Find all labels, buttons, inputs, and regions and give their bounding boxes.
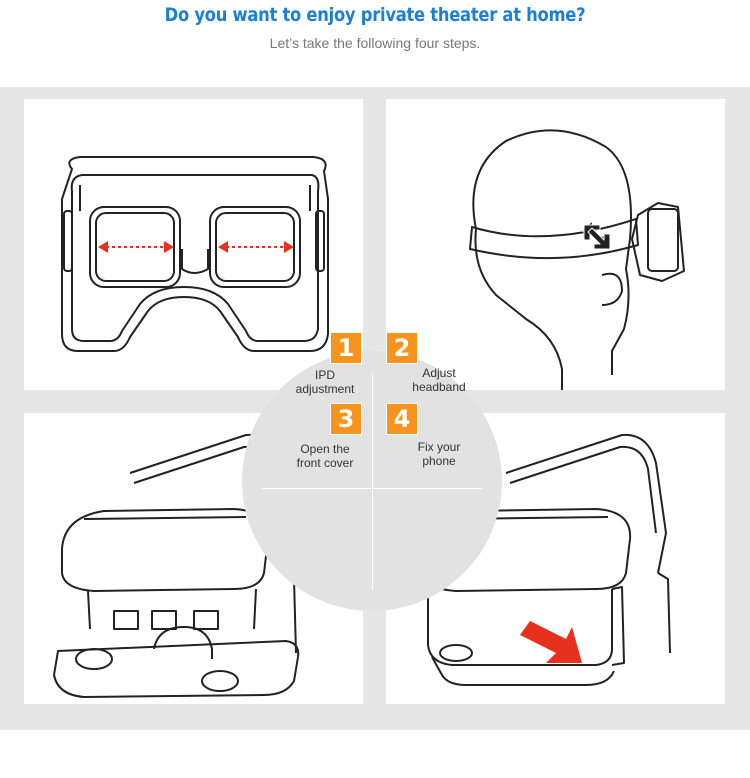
step-2-label: Adjust headband xyxy=(384,366,494,394)
panel-ipd xyxy=(24,99,363,390)
steps-board: 1 IPD adjustment 2 Adjust headband 3 Ope… xyxy=(0,87,750,730)
step-4-label-line1: Fix your xyxy=(417,440,461,454)
step-2-label-line2: headband xyxy=(412,380,466,394)
page-title: Do you want to enjoy private theater at … xyxy=(164,4,586,26)
step-2-label-line1: Adjust xyxy=(422,366,456,380)
step-3-label-line2: front cover xyxy=(296,456,354,470)
step-4-label-line2: phone xyxy=(422,454,456,468)
step-3-label: Open the front cover xyxy=(270,442,380,470)
step-3-label-line1: Open the xyxy=(300,442,350,456)
step-3-badge: 3 xyxy=(330,403,362,435)
circle-divider-vertical xyxy=(372,373,373,589)
vr-headset-lenses-icon xyxy=(61,156,329,352)
step-4-label: Fix your phone xyxy=(384,440,494,468)
circle-divider-horizontal xyxy=(262,488,482,489)
head-with-headband-icon xyxy=(469,129,685,390)
step-1-label: IPD adjustment xyxy=(270,368,380,396)
page-subtitle: Let’s take the following four steps. xyxy=(269,35,481,51)
panel-headband xyxy=(386,99,725,390)
step-1-label-line1: IPD xyxy=(314,368,335,382)
step-4-badge: 4 xyxy=(386,403,418,435)
step-1-label-line2: adjustment xyxy=(295,382,355,396)
step-2-badge: 2 xyxy=(386,332,418,364)
step-1-badge: 1 xyxy=(330,332,362,364)
